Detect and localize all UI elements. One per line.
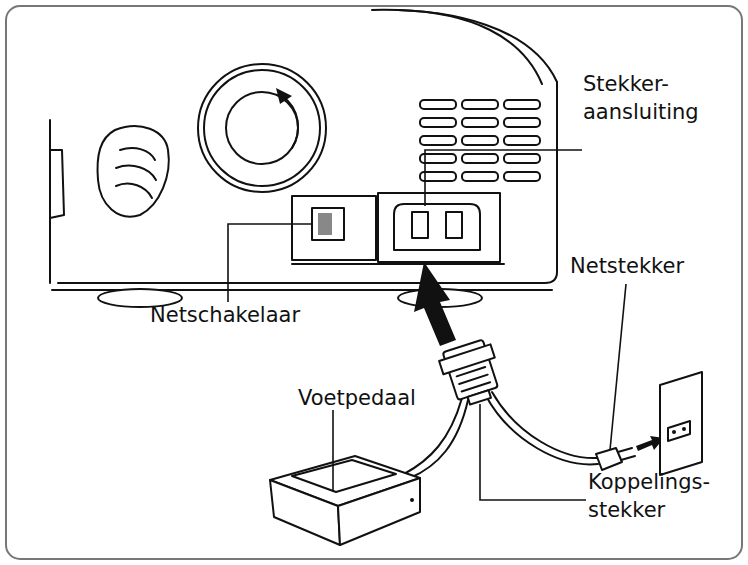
socket xyxy=(394,204,480,250)
pedal-cable xyxy=(410,400,468,478)
frame xyxy=(6,6,742,559)
part-label: Voetpedaal xyxy=(298,384,438,412)
cables xyxy=(404,392,598,478)
wall-socket xyxy=(660,372,702,475)
mains-cable xyxy=(492,392,598,458)
part-label: Netschakelaar xyxy=(150,301,340,329)
switch-rocker xyxy=(318,213,332,235)
foot-pedal xyxy=(270,456,420,545)
coupling-plug xyxy=(437,338,506,410)
side-part xyxy=(50,150,64,218)
stitch-dial xyxy=(98,126,169,217)
socket-hole xyxy=(682,427,686,431)
handwheel xyxy=(198,64,326,192)
socket-hole xyxy=(672,430,676,434)
vent-grille xyxy=(420,100,540,181)
mains-cable xyxy=(486,396,598,464)
body-left-edge xyxy=(49,120,51,283)
handwheel-rim xyxy=(204,70,320,186)
socket-frame xyxy=(378,193,500,262)
handwheel-hub xyxy=(226,92,298,164)
dial-groove xyxy=(116,184,152,198)
socket-pin xyxy=(412,212,428,238)
switch-panel xyxy=(292,196,376,260)
insert-arrow xyxy=(414,262,456,346)
dial-groove xyxy=(120,148,155,160)
socket-pin xyxy=(446,212,462,238)
power-switch xyxy=(312,208,344,240)
part-label: Stekker- aansluiting xyxy=(583,70,733,126)
dial-groove xyxy=(116,166,156,180)
arm-inner-line xyxy=(398,10,542,84)
panel-shadow xyxy=(292,263,504,265)
wall-socket-holes xyxy=(668,421,690,441)
rotation-arrow xyxy=(282,96,298,148)
part-label: Koppelings- stekker xyxy=(588,468,738,524)
sewing-machine xyxy=(50,10,557,307)
rotation-arrow-head xyxy=(276,88,292,104)
part-label: Netstekker xyxy=(570,252,730,280)
mains-plug xyxy=(596,448,635,470)
